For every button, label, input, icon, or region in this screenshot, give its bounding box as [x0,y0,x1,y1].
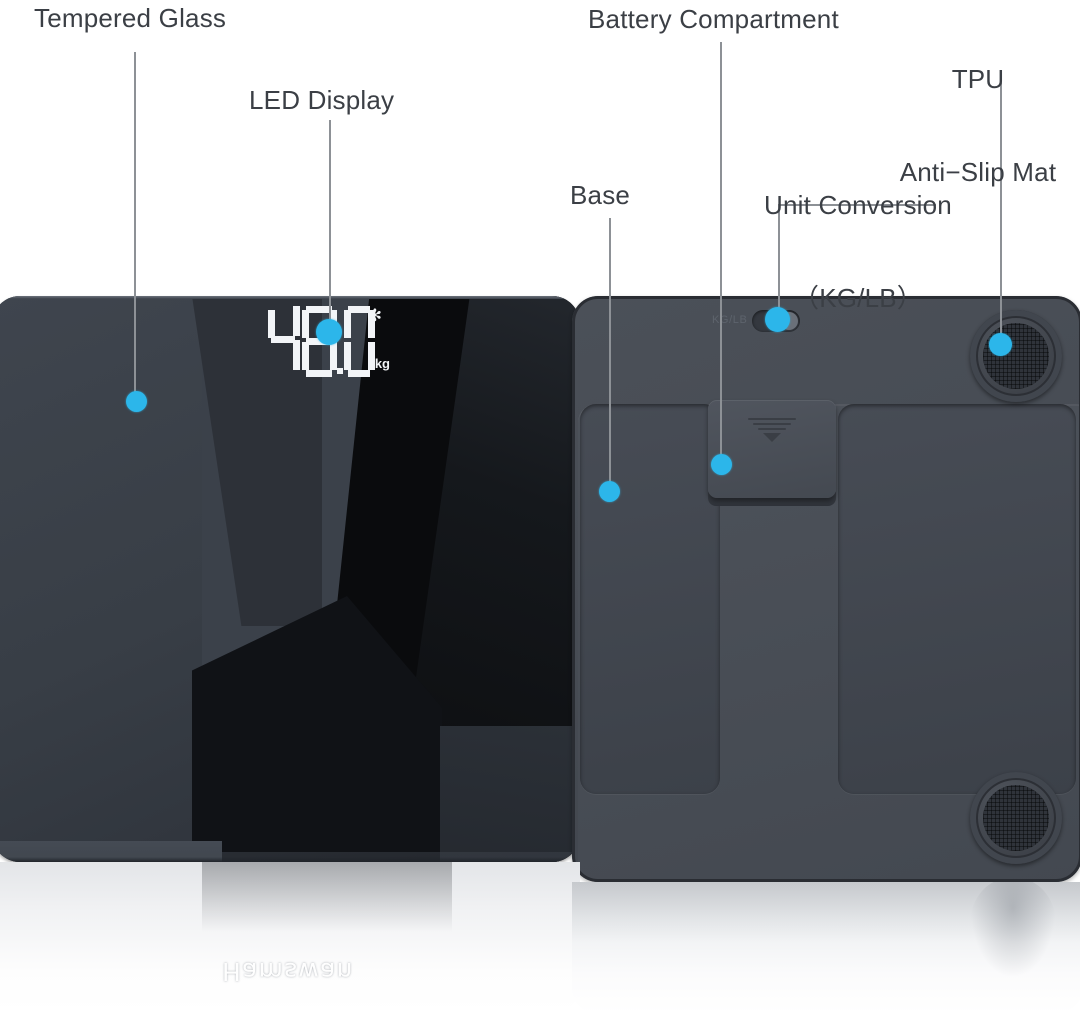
reflection-body-ghost [572,882,1080,942]
tpu-anti-slip-foot-bottom-right [970,772,1062,864]
label-unit-conversion-line1: Unit Conversion [764,190,952,220]
marker-dot-led-display [316,319,342,345]
leader-line-tpu-anti-slip-mat [1000,78,1002,344]
reflection-dark-band [202,862,452,932]
leader-line-base [609,218,611,490]
label-tpu-line1: TPU [951,64,1005,94]
label-unit-conversion: Unit Conversion （KG/LB） [739,128,977,376]
base-recess-right [838,404,1076,794]
label-tempered-glass: Tempered Glass [34,3,227,33]
marker-dot-tempered-glass [126,391,147,412]
leader-line-unit-conversion-horizontal [778,204,936,206]
battery-arrow-icon [748,418,796,446]
marker-dot-base [599,481,620,502]
leader-line-led-display [329,120,331,332]
glass-top-edge [0,296,580,299]
tempered-glass-platform: Hamswan [0,296,580,862]
marker-dot-tpu-anti-slip-mat [989,333,1012,356]
leader-line-unit-conversion-vertical [778,204,780,318]
leader-line-tempered-glass [134,52,136,394]
label-tpu-line2: Anti−Slip Mat [899,157,1057,187]
base-recess-left [580,404,720,794]
glass-facet [440,726,580,862]
label-battery-compartment: Battery Compartment [588,4,839,34]
marker-dot-unit-conversion [765,307,790,332]
glass-facet [0,296,202,862]
glass-bottom-edge [0,857,580,862]
battery-compartment-door[interactable] [708,400,836,498]
reflection-foot-ghost [970,882,1056,978]
marker-dot-battery-compartment [711,454,732,475]
base-floor-reflection [572,882,1080,1013]
label-led-display: LED Display [249,85,395,115]
bluetooth-icon: ✻ [367,306,382,326]
label-unit-conversion-line2: （KG/LB） [793,283,923,313]
label-tpu-anti-slip-mat: TPU Anti−Slip Mat [876,2,1080,250]
led-display-readout: ✻ kg [268,306,390,378]
display-unit-label: kg [374,356,390,371]
tpu-anti-slip-foot-top-right [970,310,1062,402]
glass-floor-reflection: Hamswan [0,862,580,1013]
scale-base-underside: KG/LB [572,296,1080,882]
reflected-brand-wordmark: Hamswan [222,957,354,986]
leader-line-battery-compartment [720,42,722,465]
label-base: Base [570,180,631,210]
